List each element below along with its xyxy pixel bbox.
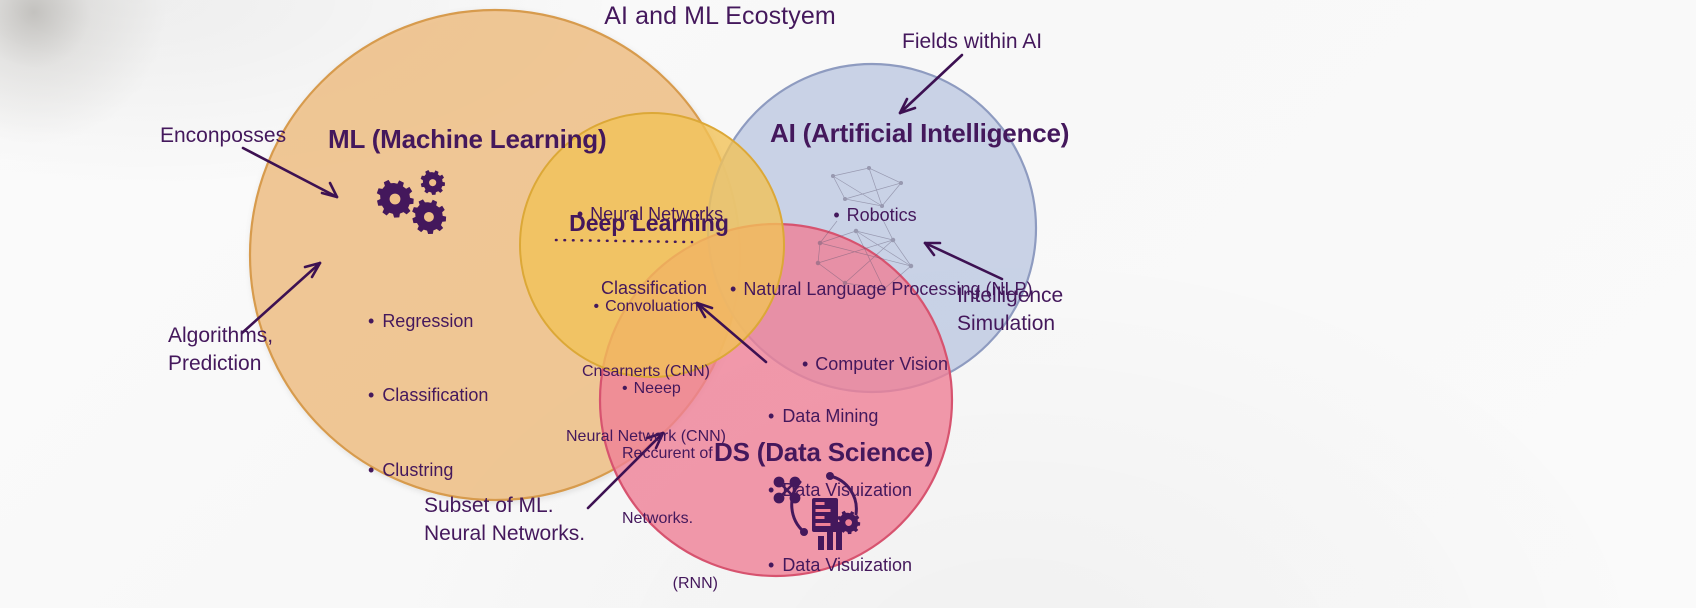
- neural-network-texture-icon: [815, 165, 914, 292]
- arrow-algorithms: [240, 261, 322, 335]
- ai-items: •Robotics •Natural Language Processing (…: [730, 153, 1033, 426]
- ds-item-1: •Data Visuization: [768, 480, 913, 501]
- deep-learning-top-items: •Neural Networks Classification: [530, 152, 770, 351]
- data-science-icon: [773, 472, 861, 550]
- deep-learning-divider: [554, 238, 694, 244]
- ds-circle-title: DS (Data Science): [714, 437, 934, 467]
- arrow-intelligence-simulation: [923, 241, 1004, 281]
- ai-item-0: •Robotics: [833, 204, 917, 225]
- ds-items: •Data Mining •Data Visuization •Data Vis…: [768, 354, 912, 608]
- annotation-encompasses: Enconposses: [160, 124, 287, 147]
- page-title: AI and ML Ecostyem: [604, 2, 836, 30]
- arrow-subset-of-ml: [586, 431, 665, 510]
- dl-item-1: Cnsarnerts (CNN): [581, 362, 710, 380]
- deep-learning-items: •Convoluation Cnsarnerts (CNN) Neural Ne…: [516, 252, 776, 491]
- ai-circle-title: AI (Artificial Intelligence): [770, 118, 1070, 148]
- ai-item-2: •Computer Vision: [801, 353, 949, 374]
- ml-items: •Regression •Classification •Clustring: [368, 259, 488, 532]
- gears-icon: [376, 170, 447, 235]
- ml-ds-overlap-items: •Neeep Reccurent of Networks. (RNN): [622, 334, 718, 608]
- annotation-intelligence-simulation: Intelligence Simulation: [957, 284, 1064, 336]
- annotation-fields-within-ai: Fields within AI: [902, 30, 1043, 53]
- dl-item-2: Neural Network (CNN): [565, 428, 727, 445]
- annotation-subset-of-ml: Subset of ML. Neural Networks.: [424, 494, 586, 546]
- arrow-data-to-dl: [695, 301, 768, 364]
- arrow-fields-within-ai: [898, 53, 964, 115]
- dl-top-item-0: •Neural Networks: [576, 203, 724, 224]
- overlap-item-3: (RNN): [672, 575, 718, 593]
- ml-item-1: •Classification: [368, 385, 489, 406]
- ds-item-0: •Data Mining: [768, 405, 879, 426]
- annotation-algorithms: Algorithms, Prediction: [168, 324, 274, 376]
- arrow-encompasses: [241, 146, 339, 199]
- deep-learning-title: Deep Learning: [569, 210, 729, 236]
- ai-item-1: •Natural Language Processing (NLP): [730, 279, 1033, 300]
- ds-item-2: •Data Visuization: [768, 554, 913, 575]
- overlap-item-0: •Neeep: [622, 379, 681, 397]
- ml-item-0: •Regression: [368, 310, 474, 331]
- ml-circle-title: ML (Machine Learning): [328, 124, 607, 154]
- deep-learning-circle[interactable]: [519, 112, 785, 378]
- ml-item-2: •Clustring: [368, 459, 454, 480]
- dl-top-item-1: Classification: [600, 278, 708, 299]
- dl-item-0: •Convoluation: [593, 297, 699, 315]
- overlap-item-2: Networks.: [622, 510, 694, 527]
- overlap-item-1: Reccurent of: [622, 444, 713, 462]
